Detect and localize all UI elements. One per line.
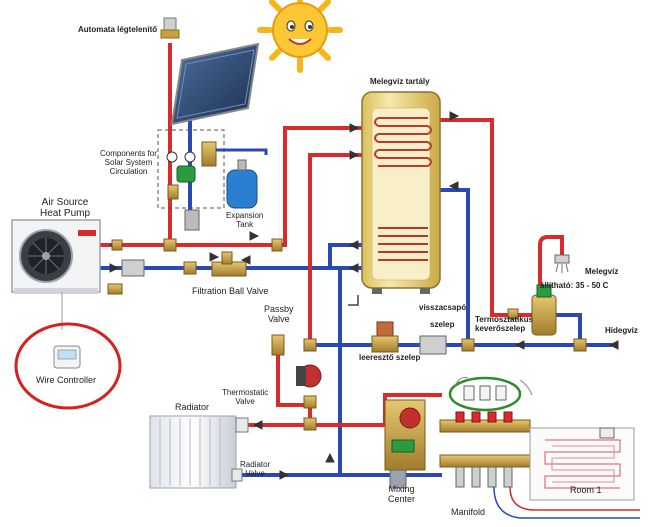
hot-water-label-2: állítható: 35 - 50 C — [540, 281, 609, 290]
filtration-ball-valve — [211, 251, 247, 277]
radiator — [149, 415, 237, 489]
thermostatic-mixer-label: Termosztatikus keverőszelep — [475, 315, 534, 333]
arrow-icon — [252, 420, 263, 430]
check-valve-label-2: szelep — [430, 320, 455, 329]
wire-controller-label: Wire Controller — [36, 375, 97, 385]
lower-coil — [378, 227, 428, 261]
hot-water-label-1: Melegvíz — [585, 267, 619, 276]
solar-hot-pipe — [98, 43, 172, 247]
hot-outlet-riser — [538, 235, 564, 317]
heat-pump-label: Air Source Heat Pump — [40, 197, 91, 219]
arrow-icon — [348, 263, 359, 273]
check-valve-label-1: visszacsapó — [419, 303, 467, 312]
radiator-supply — [238, 403, 312, 427]
cold-main-fittings — [303, 308, 587, 352]
tank-hot-out — [438, 118, 542, 317]
arrow-icon — [249, 231, 260, 241]
solar-circulation-group — [157, 129, 268, 231]
air-source-heat-pump — [11, 219, 101, 294]
radiator-valve — [231, 468, 243, 482]
tank-label: Melegvíz tartály — [370, 77, 430, 86]
arrow-icon — [448, 181, 459, 191]
passby-fittings — [303, 395, 317, 431]
wire-controller — [14, 292, 122, 410]
pressure-reducing-valve — [371, 321, 399, 353]
arrow-icon — [348, 240, 359, 250]
room-thermostat — [599, 427, 615, 439]
mixing-center-label: Mixing Center — [388, 484, 416, 504]
radiator-label: Radiator — [175, 402, 210, 412]
check-valve — [419, 335, 447, 355]
expansion-tank-label: Expansion Tank — [226, 211, 264, 229]
thermostatic-mixing-valve — [531, 284, 557, 336]
heatpump-hot-pipe — [98, 126, 370, 247]
passby-label: Passby Valve — [264, 304, 294, 324]
auto-air-vent — [160, 17, 180, 39]
manifold — [439, 411, 531, 488]
arrow-icon — [209, 252, 220, 262]
passby-hot-pipe — [276, 343, 312, 407]
passby-valve — [271, 334, 285, 356]
arrow-icon — [349, 123, 360, 133]
hot-water-tank — [361, 91, 441, 294]
pressure-reducer-label: leeresztő szelep — [359, 353, 421, 362]
radiator-valve-label: Radiator Valve — [240, 460, 271, 478]
secondary-return-pipe — [338, 266, 370, 477]
arrow-icon — [325, 452, 335, 463]
secondary-hot-pipe — [308, 153, 370, 347]
arrow-icon — [279, 470, 290, 480]
manifold-label: Manifold — [451, 507, 486, 517]
underfloor-loop — [493, 427, 640, 519]
solar-panel — [170, 42, 260, 126]
expansion-tank — [226, 159, 258, 209]
circulation-pump — [296, 364, 322, 388]
auto-vent-label: Automata légtelenítő — [78, 25, 158, 34]
room-label: Room 1 — [570, 485, 602, 495]
tank-cold-in — [438, 188, 470, 347]
thermostatic-valve — [235, 417, 249, 433]
y-strainer — [121, 259, 145, 277]
arrow-icon — [608, 340, 619, 350]
filtration-label: Filtration Ball Valve — [192, 286, 269, 296]
arrow-icon — [109, 263, 120, 273]
arrow-icon — [349, 150, 360, 160]
hot-water-outlet — [554, 254, 570, 273]
mixing-center — [384, 399, 426, 489]
cold-water-label: Hidegvíz — [605, 326, 638, 335]
upper-coil — [374, 117, 432, 167]
pipe-fittings — [107, 238, 283, 295]
arrow-icon — [514, 340, 525, 350]
arrow-icon — [449, 111, 460, 121]
solar-components-label: Components for Solar System Circulation — [100, 149, 157, 176]
sun-icon — [257, 0, 343, 73]
actuators — [448, 376, 533, 412]
tank-drain — [348, 295, 359, 306]
thermostatic-valve-label: Thermostatic Valve — [222, 388, 269, 406]
